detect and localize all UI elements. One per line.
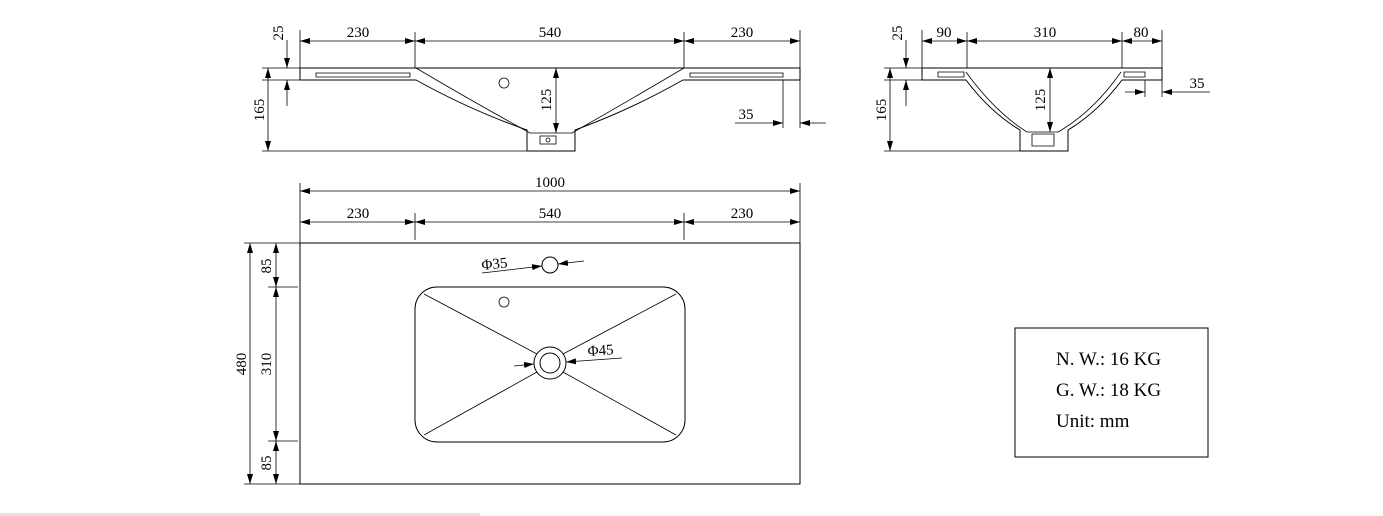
plan-view-outline — [299, 242, 801, 485]
spec-gross-weight: G. W.: 18 KG — [1056, 380, 1161, 401]
spec-net-weight: N. W.: 16 KG — [1056, 349, 1161, 370]
plan-dim-depth-top: 85 — [259, 259, 275, 274]
side-dim-depth: 125 — [539, 89, 555, 112]
side-view-overflow-hole — [498, 77, 510, 89]
bottom-strip-accent — [0, 513, 480, 516]
side-dim-center: 540 — [539, 25, 562, 41]
end-view-outline — [921, 67, 1163, 152]
plan-drain-label: Φ45 — [587, 342, 614, 360]
plan-dim-total-depth: 480 — [234, 353, 250, 376]
plan-view-drain-inner — [539, 352, 561, 374]
side-dim-rim: 25 — [271, 26, 287, 41]
end-dim-depth: 125 — [1033, 89, 1049, 112]
end-dim-height: 165 — [874, 99, 890, 122]
plan-view-drain-outer — [533, 346, 567, 380]
plan-dim-center: 540 — [539, 206, 562, 222]
end-dim-right: 80 — [1134, 25, 1149, 41]
end-view-drain-slot — [1031, 133, 1055, 147]
side-dim-right: 230 — [731, 25, 754, 41]
plan-dim-right: 230 — [731, 206, 754, 222]
plan-dim-total-width: 1000 — [535, 175, 565, 191]
side-view: 230 540 230 25 165 125 35 — [252, 25, 826, 152]
end-view: 90 310 80 25 165 125 35 — [874, 25, 1210, 152]
bottom-strip — [0, 512, 1383, 516]
side-dim-height: 165 — [252, 99, 268, 122]
side-view-drain-dot — [545, 137, 551, 143]
side-view-drain-slot — [539, 135, 557, 145]
end-view-rim-right — [1123, 71, 1146, 78]
spec-box: N. W.: 16 KG G. W.: 18 KG Unit: mm — [1014, 327, 1209, 458]
plan-dim-depth-bottom: 85 — [259, 456, 275, 471]
side-dim-overhang: 35 — [739, 107, 754, 123]
plan-view: Φ35 Φ45 1000 230 540 230 480 85 310 85 — [234, 175, 801, 485]
plan-view-basin — [414, 286, 686, 443]
plan-view-tap-hole — [541, 256, 559, 274]
side-view-outline — [299, 67, 801, 152]
end-view-basin-inner — [965, 71, 1122, 133]
end-dim-rim: 25 — [890, 26, 906, 41]
end-dim-overhang: 35 — [1190, 76, 1205, 92]
side-view-rim-right — [689, 72, 784, 78]
side-view-basin-inner — [415, 67, 685, 134]
plan-view-overflow-hole — [498, 296, 510, 308]
plan-dim-left: 230 — [347, 206, 370, 222]
spec-unit: Unit: mm — [1056, 411, 1130, 432]
end-dim-left: 90 — [937, 25, 952, 41]
plan-dim-depth-center: 310 — [259, 353, 275, 376]
side-view-rim-left — [315, 72, 411, 78]
end-dim-center: 310 — [1034, 25, 1057, 41]
side-dim-left: 230 — [347, 25, 370, 41]
plan-tap-hole-label: Φ35 — [481, 255, 508, 274]
end-view-rim-left — [937, 71, 965, 78]
